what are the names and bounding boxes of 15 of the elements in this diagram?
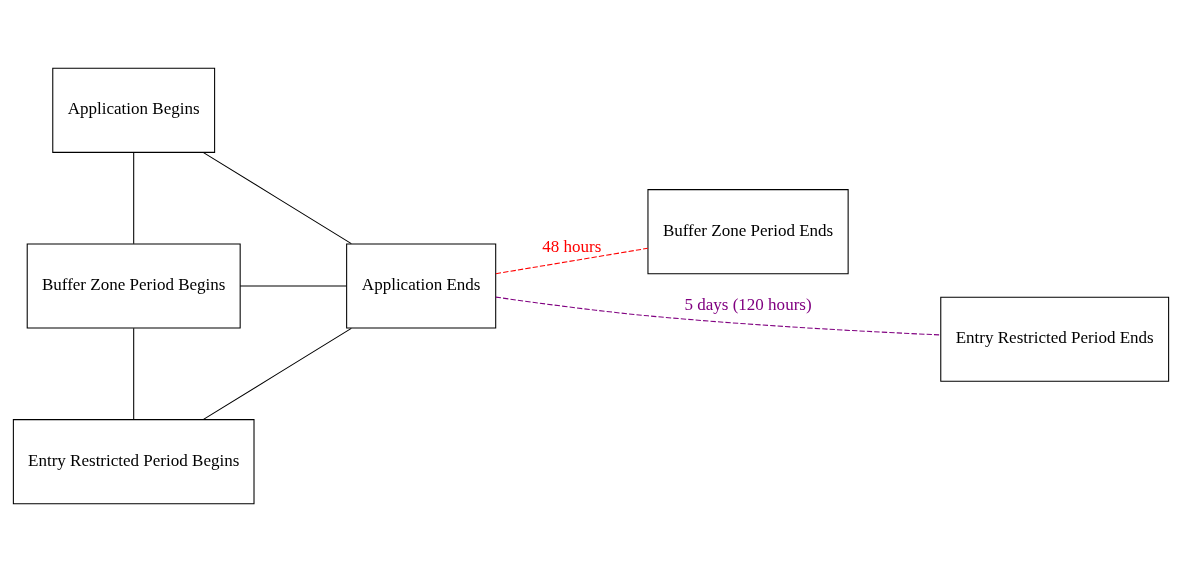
connector xyxy=(133,327,135,420)
connector xyxy=(202,327,352,420)
node-box: Entry Restricted Period Begins xyxy=(12,418,255,504)
connector xyxy=(495,247,649,274)
connector xyxy=(202,151,352,244)
node-box: Entry Restricted Period Ends xyxy=(940,296,1170,382)
node-box: Application Ends xyxy=(346,242,497,329)
connector xyxy=(239,284,347,287)
node-box: Buffer Zone Period Ends xyxy=(647,188,849,274)
node-box: Buffer Zone Period Begins xyxy=(26,242,241,329)
connector xyxy=(495,296,942,335)
connector xyxy=(133,151,135,244)
edge-label: 5 days (120 hours) xyxy=(684,294,812,314)
edge-label: 48 hours xyxy=(542,236,602,256)
node-box: Application Begins xyxy=(52,67,216,153)
